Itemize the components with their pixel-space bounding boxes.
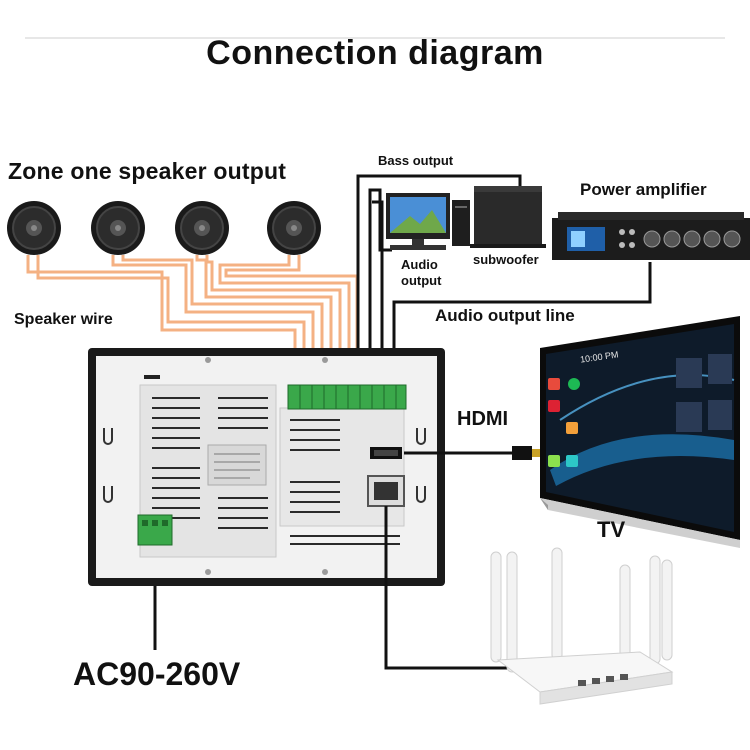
- computer: [386, 193, 470, 250]
- tv-label: TV: [597, 517, 626, 542]
- ac-voltage-label: AC90-260V: [73, 656, 241, 692]
- ceiling-speaker-4: [267, 201, 321, 255]
- power-amplifier-label: Power amplifier: [580, 180, 707, 199]
- zone-one-label: Zone one speaker output: [8, 158, 287, 184]
- tv: [540, 316, 740, 548]
- router: [490, 547, 674, 705]
- speaker-terminal-block: [287, 384, 407, 410]
- speaker-wire-label: Speaker wire: [14, 311, 113, 328]
- ceiling-speaker-2: [91, 201, 145, 255]
- hdmi-cable: [404, 446, 540, 460]
- audio-cables: [356, 174, 652, 350]
- ethernet-cable: [384, 506, 520, 670]
- speaker-wires: [26, 255, 359, 350]
- power-amplifier: [552, 212, 750, 260]
- audio-output-line-label: Audio output line: [435, 306, 575, 325]
- smart-panel-back: [88, 348, 445, 586]
- ceiling-speaker-1: [7, 201, 61, 255]
- ceiling-speaker-3: [175, 201, 229, 255]
- hdmi-label: HDMI: [457, 408, 509, 430]
- subwoofer: [470, 186, 546, 248]
- audio-output-label: Audio output: [401, 257, 442, 288]
- power-terminal-block: [137, 514, 173, 546]
- diagram-title: Connection diagram: [206, 34, 544, 72]
- subwoofer-label: subwoofer: [473, 252, 539, 267]
- bass-output-label: Bass output: [378, 153, 454, 168]
